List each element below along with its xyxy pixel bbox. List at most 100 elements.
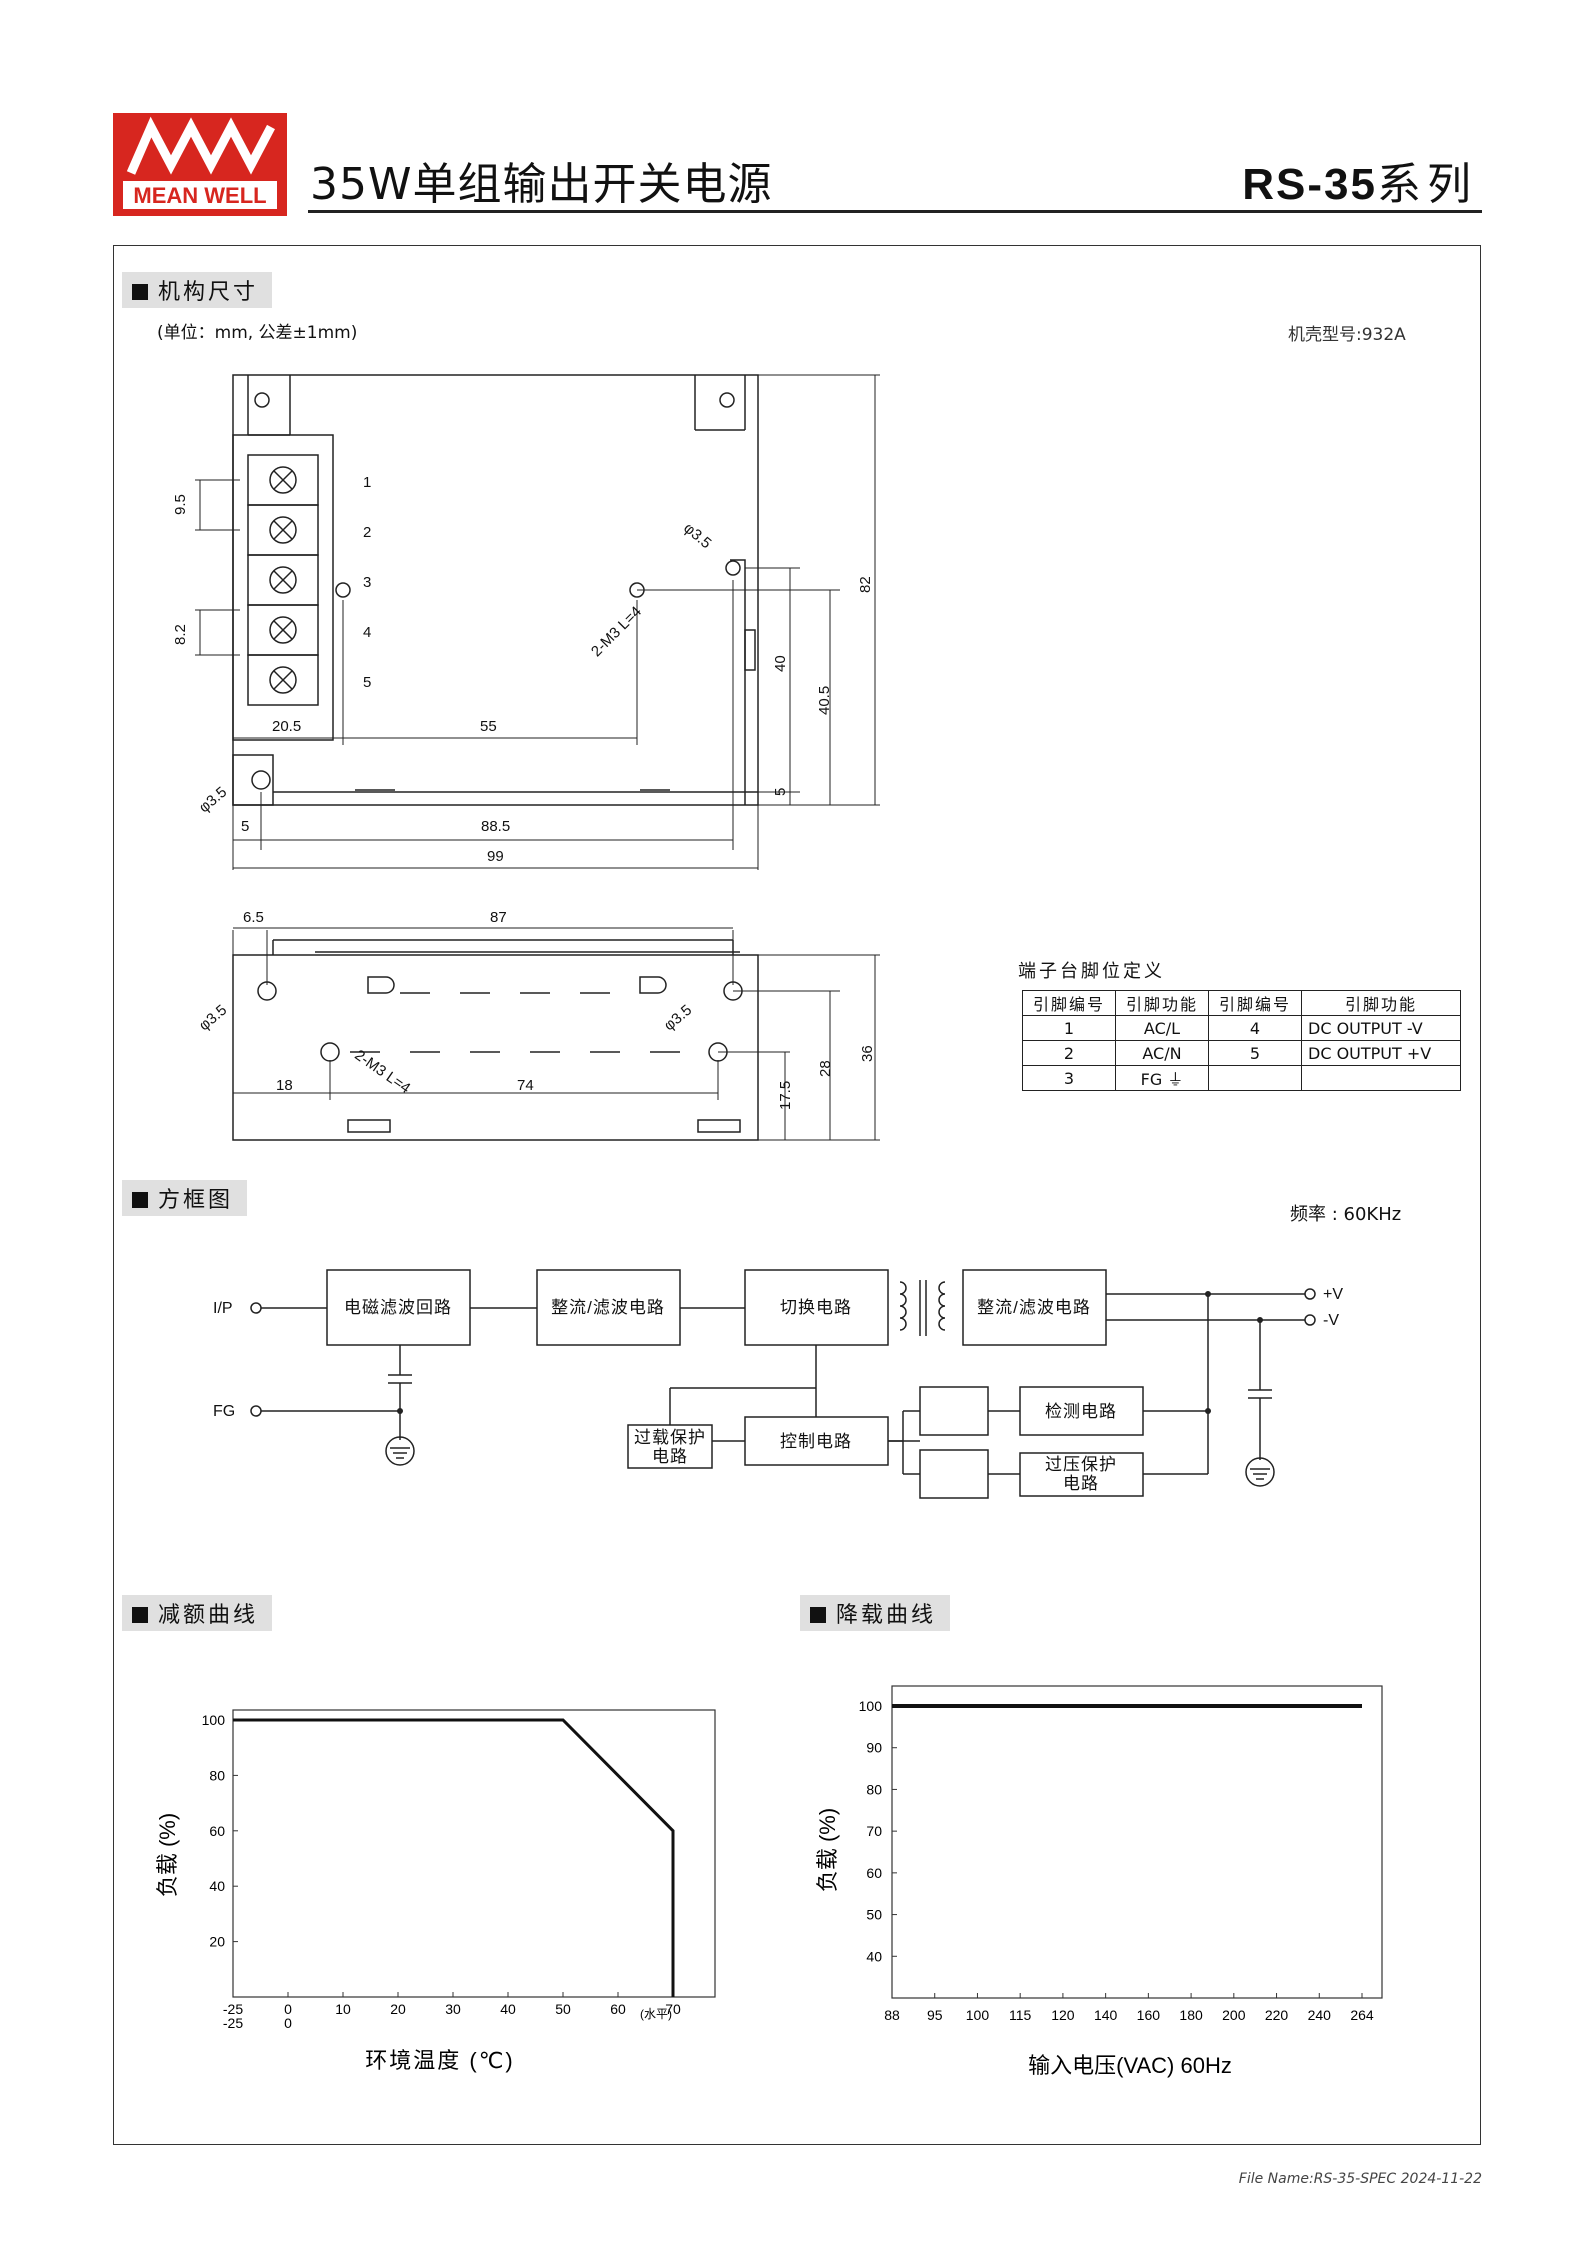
- side-dash-lines: [350, 992, 700, 1053]
- x-axis-label: 环境温度 (℃): [365, 2048, 514, 2073]
- header-rule: [308, 210, 1482, 213]
- x-tick-label: 120: [1051, 2007, 1075, 2023]
- x-tick-label: 95: [927, 2007, 943, 2023]
- svg-text:5: 5: [772, 788, 789, 796]
- x-tick-label: 264: [1350, 2007, 1374, 2023]
- svg-text:4: 4: [363, 624, 371, 641]
- y-tick-label: 60: [209, 1823, 225, 1839]
- y-tick-label: 40: [209, 1878, 225, 1894]
- series-suffix: 系列: [1377, 159, 1477, 210]
- terminal-table-title: 端子台脚位定义: [1018, 961, 1165, 982]
- x-tick-label: -25: [223, 2001, 243, 2017]
- svg-text:99: 99: [487, 848, 504, 865]
- x-tick-label: 115: [1009, 2007, 1032, 2023]
- svg-text:5: 5: [241, 818, 249, 835]
- x-tick-label: 20: [390, 2001, 406, 2017]
- chart1-frame: [232, 1709, 716, 1998]
- y-tick-label: 20: [209, 1934, 225, 1950]
- y-axis-label-2: 负载 (%): [815, 1808, 840, 1892]
- page-title: 35W单组输出开关电源: [310, 159, 773, 210]
- svg-text:2-M3 L=4: 2-M3 L=4: [351, 1047, 413, 1098]
- x-unit: (水平): [640, 2007, 672, 2021]
- x-axis-label-2: 输入电压(VAC) 60Hz: [1028, 2053, 1232, 2078]
- x-tick-label-2: -25: [223, 2015, 243, 2031]
- x-tick-label-2: 0: [284, 2015, 292, 2031]
- svg-text:φ3.5: φ3.5: [680, 519, 714, 552]
- content-frame: [113, 245, 1481, 2145]
- brand-text: MEAN WELL: [133, 183, 266, 208]
- x-tick-label: 70: [665, 2001, 681, 2017]
- y-tick-label: 80: [209, 1767, 225, 1783]
- derating-line: [233, 1718, 675, 1997]
- side-view-outline: [232, 939, 759, 1141]
- svg-text:82: 82: [857, 576, 874, 593]
- x-tick-label: 160: [1137, 2007, 1161, 2023]
- svg-text:5: 5: [363, 674, 371, 691]
- mechanical-heading: 机构尺寸: [122, 272, 273, 308]
- meanwell-logo: MEAN WELL: [113, 113, 287, 216]
- svg-text:88.5: 88.5: [481, 818, 510, 835]
- y-tick-label: 100: [202, 1712, 226, 1728]
- y-tick-label: 100: [859, 1698, 883, 1714]
- svg-text:17.5: 17.5: [777, 1081, 794, 1110]
- svg-text:87: 87: [490, 909, 507, 926]
- pin-labels: 1 2 3 4 5: [363, 474, 371, 691]
- side-dim-labels: 6.5 87 18 74 17.5 28 36 φ3.5 φ3.5 2-M3 L…: [196, 909, 876, 1110]
- x-tick-label: 180: [1179, 2007, 1203, 2023]
- y-axis-label: 负载 (%): [155, 1813, 180, 1897]
- top-dim-lines: [195, 374, 880, 870]
- svg-text:40: 40: [772, 655, 789, 672]
- svg-text:2: 2: [363, 524, 371, 541]
- x-tick-label: 50: [555, 2001, 571, 2017]
- x-tick-label: 140: [1094, 2007, 1118, 2023]
- y-tick-label: 90: [866, 1740, 882, 1756]
- svg-text:6.5: 6.5: [243, 909, 264, 926]
- x-tick-label: 200: [1222, 2007, 1246, 2023]
- chart2-frame: [891, 1685, 1383, 1999]
- svg-text:2-M3 L=4: 2-M3 L=4: [588, 603, 645, 660]
- y-tick-label: 50: [866, 1907, 882, 1923]
- load-curve-heading: 降载曲线: [800, 1595, 951, 1631]
- series-title: RS-35系列: [1242, 148, 1477, 212]
- x-tick-label: 60: [610, 2001, 626, 2017]
- block-diagram-heading: 方框图: [122, 1180, 248, 1216]
- y-tick-label: 60: [866, 1865, 882, 1881]
- svg-text:8.2: 8.2: [172, 624, 189, 645]
- svg-text:φ3.5: φ3.5: [196, 784, 230, 817]
- x-tick-label: 100: [966, 2007, 990, 2023]
- load-curve-chart: 40 50 60 70 80 90 100 88 95 100 115 120 140 160 180 20…: [815, 1685, 1383, 2078]
- svg-text:φ3.5: φ3.5: [196, 1002, 230, 1035]
- x-tick-label: 88: [884, 2007, 900, 2023]
- side-dim-lines: [232, 927, 880, 1141]
- svg-text:20.5: 20.5: [272, 718, 301, 735]
- footer-file-name: File Name:RS-35-SPEC 2024-11-22: [1238, 2171, 1482, 2187]
- terminal-block: [247, 454, 319, 706]
- unit-note: (单位：mm, 公差±1mm): [157, 323, 358, 343]
- frequency-label: 频率 : 60KHz: [1290, 1204, 1402, 1225]
- x-tick-label: 240: [1308, 2007, 1332, 2023]
- y-tick-label: 40: [866, 1948, 882, 1964]
- svg-text:18: 18: [276, 1077, 293, 1094]
- y-tick-label: 80: [866, 1781, 882, 1797]
- x-tick-label: 220: [1265, 2007, 1289, 2023]
- svg-text:1: 1: [363, 474, 371, 491]
- model-name: RS-35: [1242, 160, 1377, 209]
- svg-text:36: 36: [859, 1045, 876, 1062]
- top-dim-labels: 9.5 8.2 20.5 55 5 88.5 99 40 40.5 82 5 φ…: [172, 494, 874, 865]
- svg-text:9.5: 9.5: [172, 494, 189, 515]
- x-tick-label: 0: [284, 2001, 292, 2017]
- svg-text:28: 28: [817, 1060, 834, 1077]
- derating-heading: 减额曲线: [122, 1595, 273, 1631]
- x-tick-label: 30: [445, 2001, 461, 2017]
- x-tick-label: 40: [500, 2001, 516, 2017]
- y-tick-label: 70: [866, 1823, 882, 1839]
- svg-text:74: 74: [517, 1077, 534, 1094]
- x-tick-label: 10: [335, 2001, 351, 2017]
- svg-text:55: 55: [480, 718, 497, 735]
- svg-text:40.5: 40.5: [816, 686, 833, 715]
